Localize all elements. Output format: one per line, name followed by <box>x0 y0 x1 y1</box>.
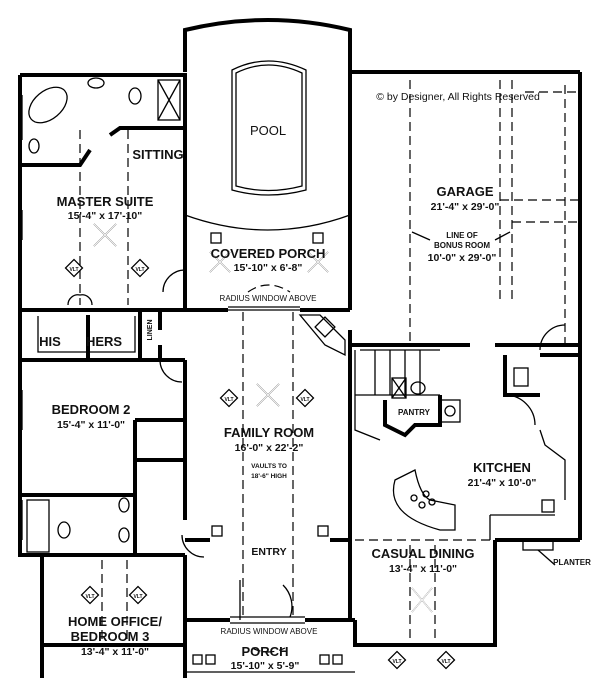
casual-dining-label: CASUAL DINING <box>371 546 474 561</box>
casual-dining-dims: 13'-4" x 11'-0" <box>389 563 457 575</box>
copyright-notice: © by Designer, All Rights Reserved <box>376 91 540 103</box>
vault-icon: VLT <box>130 258 150 278</box>
porch-dims: 15'-10" x 5'-9" <box>231 660 300 672</box>
ceiling-fan-icon <box>93 223 117 247</box>
ceiling-fan-icon <box>256 383 280 407</box>
svg-text:VLT: VLT <box>135 267 144 273</box>
vault-icon: VLT <box>219 388 239 408</box>
bedroom2-label: BEDROOM 2 <box>52 402 131 417</box>
svg-text:VLT: VLT <box>441 659 450 665</box>
vault-icon: VLT <box>128 585 148 605</box>
family-room-walls <box>185 312 355 624</box>
master-suite-label: MASTER SUITE <box>57 194 154 209</box>
vault-icon: VLT <box>80 585 100 605</box>
porch-walls <box>185 647 355 673</box>
family-room-note1: VAULTS TO <box>251 463 287 470</box>
hers-label: HERS <box>86 334 122 349</box>
casual-dining-walls <box>353 539 497 647</box>
home-office-dims: 13'-4" x 11'-0" <box>81 646 149 658</box>
svg-text:VLT: VLT <box>85 594 94 600</box>
porch-note: RADIUS WINDOW ABOVE <box>221 627 318 636</box>
vault-icon: VLT <box>436 650 456 670</box>
vault-icon: VLT <box>64 258 84 278</box>
garage-dims: 21'-4" x 29'-0" <box>431 201 500 213</box>
kitchen-dims: 21'-4" x 10'-0" <box>468 477 537 489</box>
pantry-label: PANTRY <box>398 408 431 417</box>
garage-walls <box>348 70 582 351</box>
vault-icon: VLT <box>387 650 407 670</box>
ceiling-fan-icon <box>209 251 231 273</box>
home-office-walls <box>40 534 205 678</box>
svg-text:VLT: VLT <box>133 594 142 600</box>
garage-label: GARAGE <box>436 184 493 199</box>
bedroom2-walls <box>18 359 187 557</box>
bonus-room-line1: LINE OF <box>446 231 478 240</box>
covered-porch-note: RADIUS WINDOW ABOVE <box>220 294 317 303</box>
vault-markers: VLT VLT VLT VLT VLT VLT VLT VLT <box>64 258 456 670</box>
home-office-line1: HOME OFFICE/ <box>68 614 162 629</box>
master-suite-walls <box>18 73 187 312</box>
ceiling-fan-icon <box>307 251 329 273</box>
family-room-note2: 18'-6" HIGH <box>251 473 287 480</box>
his-label: HIS <box>39 334 61 349</box>
vault-icon: VLT <box>295 388 315 408</box>
sitting-label: SITTING <box>132 147 183 162</box>
family-room-dims: 16'-0" x 22'-2" <box>235 442 304 454</box>
pool-label: POOL <box>250 123 286 138</box>
linen-label: LINEN <box>147 320 154 341</box>
pool-area <box>183 18 352 312</box>
planter-label: PLANTER <box>553 558 591 567</box>
kitchen-label: KITCHEN <box>473 460 531 475</box>
kitchen-walls <box>350 343 582 566</box>
master-suite-dims: 15'-4" x 17'-10" <box>68 210 143 222</box>
svg-text:VLT: VLT <box>300 397 309 403</box>
bonus-room-dims: 10'-0" x 29'-0" <box>428 252 497 264</box>
entry-label: ENTRY <box>251 546 286 558</box>
bonus-room-line2: BONUS ROOM <box>434 241 490 250</box>
svg-text:VLT: VLT <box>392 659 401 665</box>
pool-outline <box>231 60 307 196</box>
ceiling-fan-icon <box>411 587 433 613</box>
porch-label: PORCH <box>242 644 289 659</box>
svg-text:VLT: VLT <box>224 397 233 403</box>
covered-porch-dims: 15'-10" x 6'-8" <box>234 262 303 274</box>
bedroom2-dims: 15'-4" x 11'-0" <box>57 419 125 431</box>
svg-text:VLT: VLT <box>69 267 78 273</box>
family-room-label: FAMILY ROOM <box>224 425 314 440</box>
home-office-line2: BEDROOM 3 <box>71 629 150 644</box>
covered-porch-label: COVERED PORCH <box>211 246 326 261</box>
